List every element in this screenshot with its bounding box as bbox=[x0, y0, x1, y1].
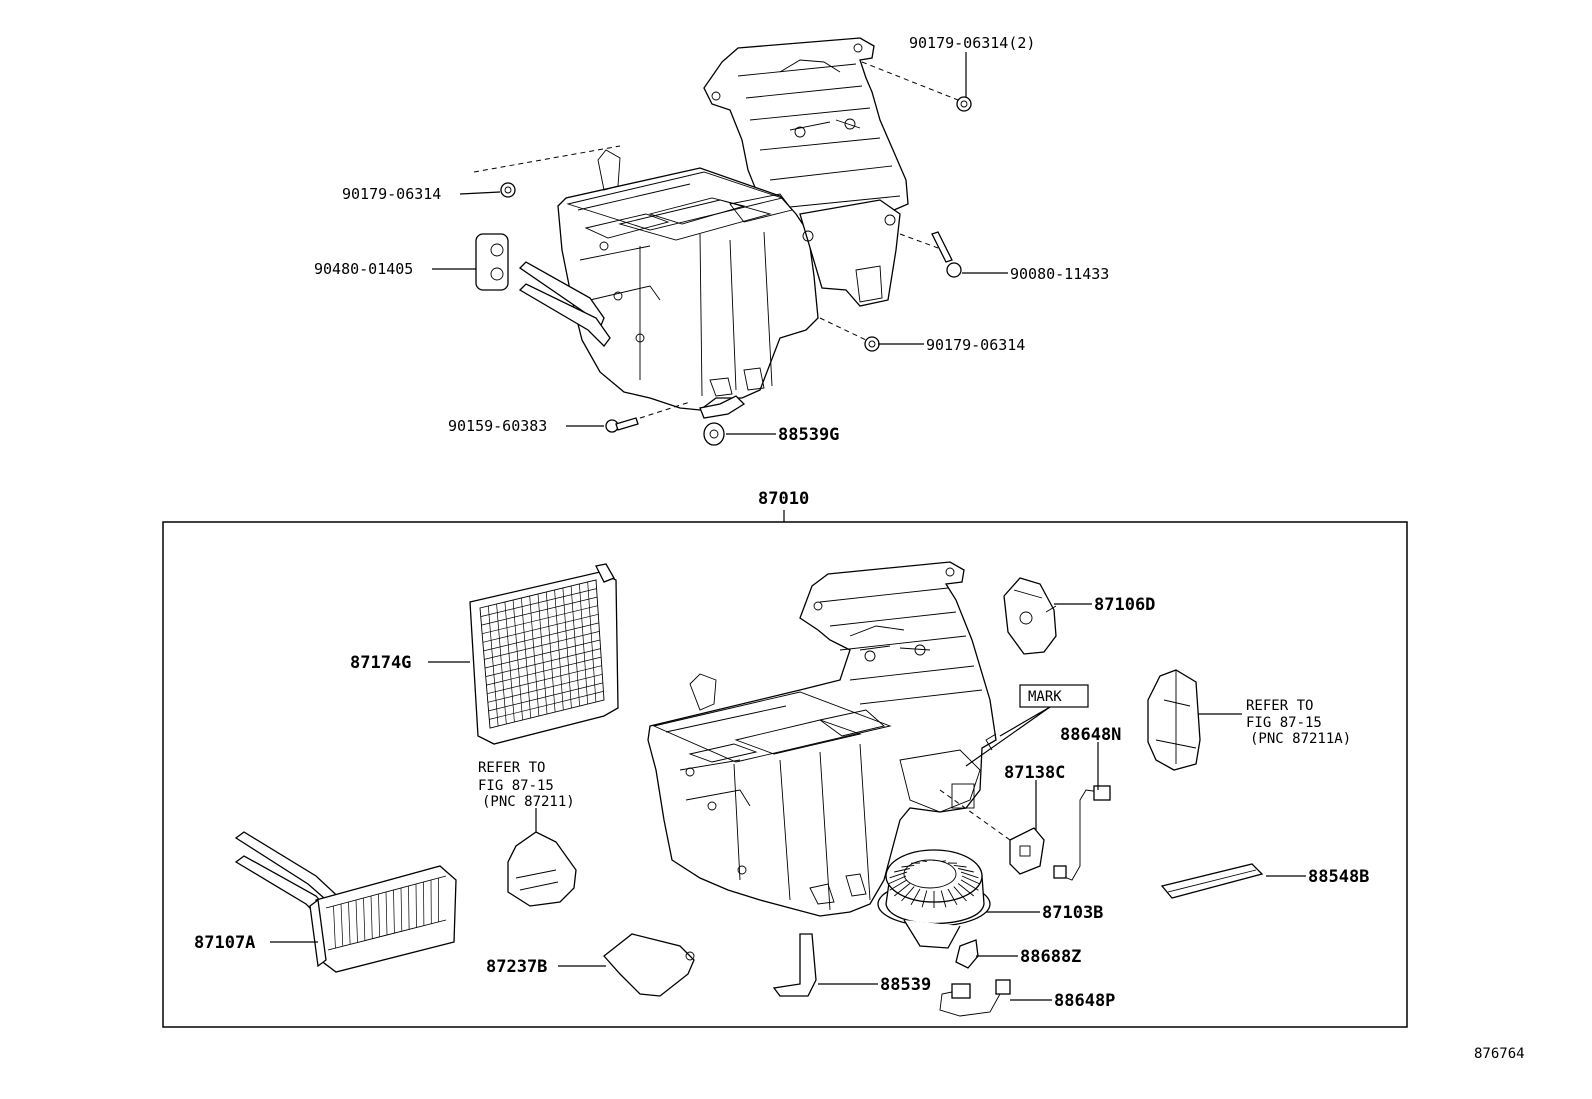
upper-heater-unit-drawing bbox=[518, 37, 909, 419]
callout-blower-motor: 87103B bbox=[1042, 903, 1103, 923]
left-duct-part bbox=[507, 831, 577, 907]
refer-note-left-line1: REFER TO bbox=[478, 760, 545, 776]
screw-bottom-part bbox=[605, 417, 639, 433]
duct-87237B-part bbox=[603, 933, 695, 997]
guide-dash-bolt bbox=[899, 233, 939, 249]
guide-dash-resistor bbox=[939, 789, 1011, 841]
callout-servo-88648N: 88648N bbox=[1060, 725, 1121, 745]
figure-number: 876764 bbox=[1474, 1046, 1525, 1062]
mark-leader bbox=[965, 706, 1051, 767]
callout-resistor: 87138C bbox=[1004, 763, 1065, 783]
heater-core-part bbox=[234, 831, 457, 973]
callout-nut-left: 90179-06314 bbox=[342, 185, 441, 203]
drain-hose-part bbox=[772, 933, 817, 997]
grommet-part bbox=[475, 233, 509, 291]
refer-note-right: REFER TO FIG 87-15 (PNC 87211A) bbox=[1246, 698, 1351, 747]
callout-nut-lower-right: 90179-06314 bbox=[926, 336, 1025, 354]
actuator-part bbox=[1003, 577, 1057, 655]
right-duct-part bbox=[1147, 669, 1201, 771]
guide-dash-top-right bbox=[861, 61, 959, 101]
callout-filter: 87174G bbox=[350, 653, 411, 673]
callout-bolt-top-right: 90179-06314(2) bbox=[909, 34, 1035, 52]
callout-bolt-right: 90080-11433 bbox=[1010, 265, 1109, 283]
callout-duct-87237B: 87237B bbox=[486, 957, 547, 977]
drain-clip-part bbox=[703, 422, 725, 446]
callout-clip-88688Z: 88688Z bbox=[1020, 947, 1081, 967]
refer-note-left-line2: FIG 87-15 bbox=[478, 778, 554, 794]
lower-heater-unit-drawing bbox=[647, 561, 997, 917]
clip-88688Z-part bbox=[955, 939, 979, 969]
leader-line bbox=[459, 191, 501, 195]
refer-note-right-line2: FIG 87-15 bbox=[1246, 715, 1322, 731]
guide-dash-top bbox=[473, 145, 621, 173]
harness-88648P-part bbox=[939, 979, 1011, 1017]
refer-note-left-line3: (PNC 87211) bbox=[482, 794, 575, 810]
nut-top-right-part bbox=[956, 96, 972, 112]
assembly-frame bbox=[162, 521, 1408, 1028]
upper-fastener-parts bbox=[475, 96, 972, 446]
servo-88648N-part bbox=[1053, 785, 1111, 881]
nut-left-part bbox=[500, 182, 516, 198]
refer-note-left: REFER TO FIG 87-15 (PNC 87211) bbox=[478, 760, 575, 810]
refer-note-right-line1: REFER TO bbox=[1246, 698, 1313, 714]
guide-dash-nut bbox=[819, 317, 867, 341]
callout-harness-88648P: 88648P bbox=[1054, 991, 1115, 1011]
refer-note-right-line3: (PNC 87211A) bbox=[1250, 731, 1351, 747]
bolt-right-part bbox=[931, 231, 962, 278]
callout-screw-bottom: 90159-60383 bbox=[448, 417, 547, 435]
callout-drain-clip: 88539G bbox=[778, 425, 839, 445]
callout-sensor-88548B: 88548B bbox=[1308, 867, 1369, 887]
nut-lower-right-part bbox=[864, 336, 880, 352]
callout-heater-core: 87107A bbox=[194, 933, 255, 953]
resistor-part bbox=[1009, 827, 1045, 875]
callout-actuator: 87106D bbox=[1094, 595, 1155, 615]
mark-box: MARK bbox=[1019, 684, 1089, 708]
assembly-label: 87010 bbox=[758, 489, 809, 509]
callout-grommet: 90480-01405 bbox=[314, 260, 413, 278]
filter-part bbox=[469, 563, 619, 745]
callout-drain-hose: 88539 bbox=[880, 975, 931, 995]
blower-motor-part bbox=[877, 849, 991, 949]
sensor-88548B-part bbox=[1160, 863, 1264, 899]
mark-label: MARK bbox=[1028, 689, 1062, 705]
